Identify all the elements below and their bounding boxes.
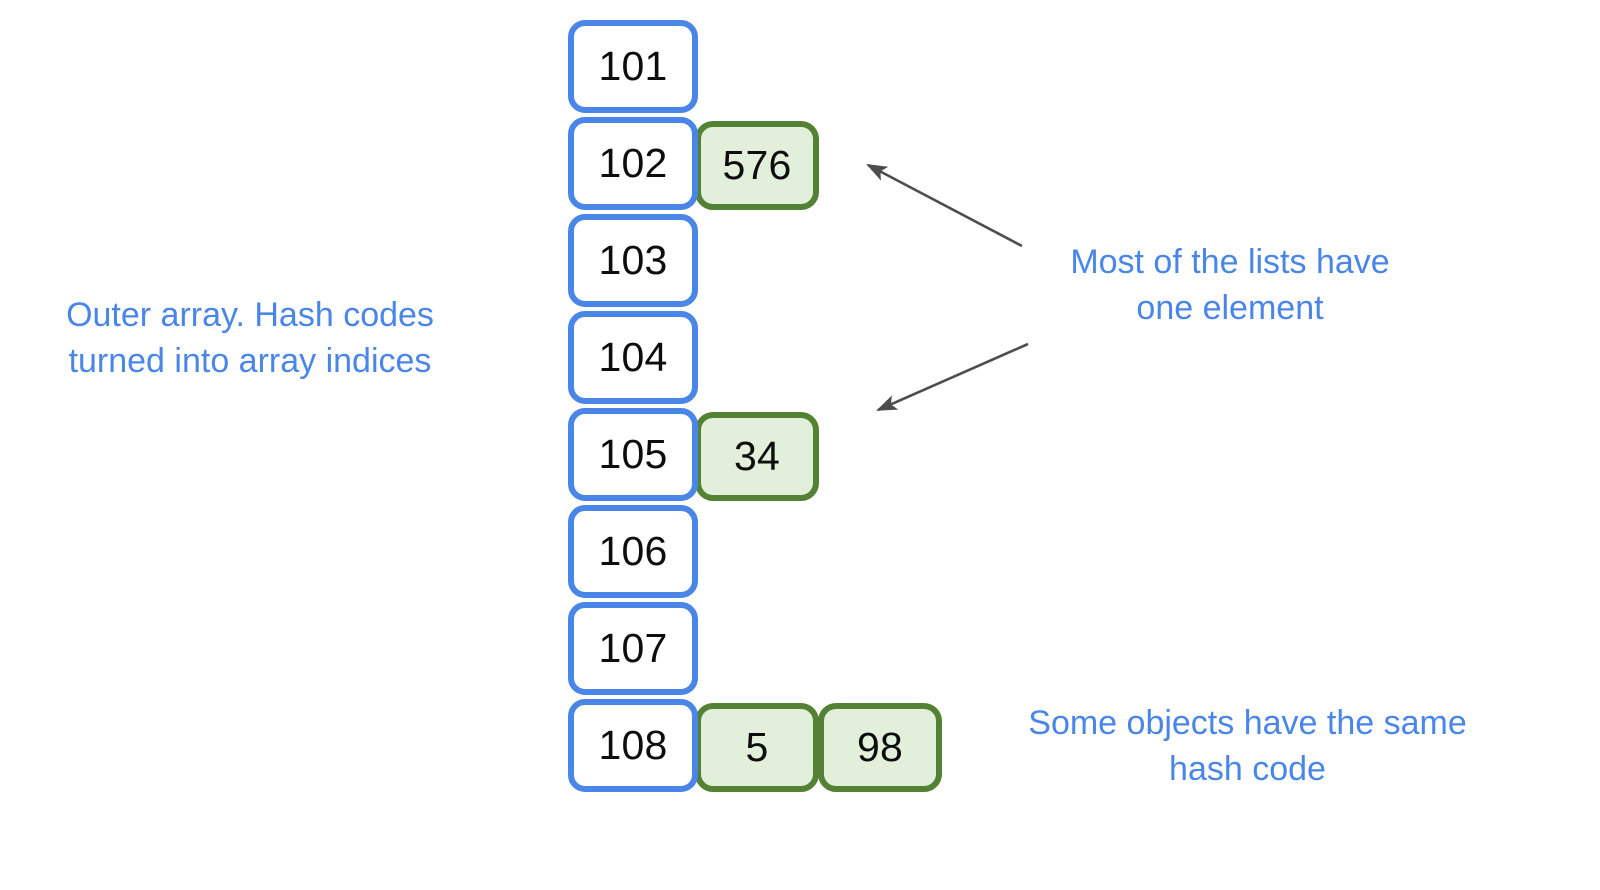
chain-value-cell: 5 — [695, 703, 819, 792]
bucket-index-cell: 103 — [568, 214, 698, 307]
bucket-index-cell: 108 — [568, 699, 698, 792]
bucket-index-cell: 104 — [568, 311, 698, 404]
bucket-row: 106 — [568, 505, 698, 602]
bucket-index-cell: 101 — [568, 20, 698, 113]
caption-same-hash: Some objects have the same hash code — [1028, 704, 1467, 788]
bucket-row: 104 — [568, 311, 698, 408]
bucket-index-cell: 102 — [568, 117, 698, 210]
bucket-row: 101 — [568, 20, 698, 117]
chain-value-cell: 576 — [695, 121, 819, 210]
caption-most-lists: Most of the lists have one element — [1070, 243, 1390, 327]
bucket-row: 107 — [568, 602, 698, 699]
bucket-index-cell: 106 — [568, 505, 698, 598]
bucket-index-cell: 105 — [568, 408, 698, 501]
chain-value-cell: 98 — [818, 703, 942, 792]
caption-outer-array: Outer array. Hash codes turned into arra… — [66, 296, 434, 380]
bucket-chain: 34 — [695, 412, 819, 501]
bucket-row: 103 — [568, 214, 698, 311]
bucket-chain: 576 — [695, 121, 819, 210]
bucket-index-cell: 107 — [568, 602, 698, 695]
chain-value-cell: 34 — [695, 412, 819, 501]
